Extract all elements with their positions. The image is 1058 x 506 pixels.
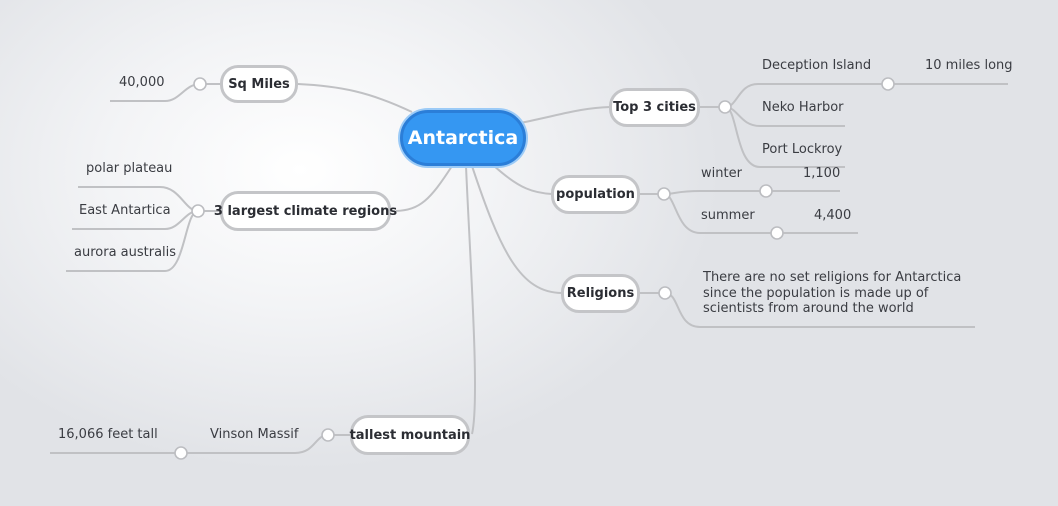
central-topic[interactable]: Antarctica xyxy=(400,110,526,166)
deception-collapse-knob[interactable] xyxy=(881,77,895,91)
mountain-collapse-knob[interactable] xyxy=(321,428,335,442)
link-mountain xyxy=(465,165,476,435)
link-population xyxy=(491,163,553,195)
sq-miles-value[interactable]: 40,000 xyxy=(119,75,165,90)
topic-climate-regions[interactable]: 3 largest climate regions xyxy=(214,191,397,231)
mountain-name[interactable]: Vinson Massif xyxy=(210,427,299,442)
cities-collapse-knob[interactable] xyxy=(718,100,732,114)
vinson-collapse-knob[interactable] xyxy=(174,446,188,460)
topic-religions[interactable]: Religions xyxy=(561,274,640,313)
winter-collapse-knob[interactable] xyxy=(759,184,773,198)
climate-item-polar-plateau[interactable]: polar plateau xyxy=(86,161,173,176)
link-religions xyxy=(471,165,563,294)
population-summer-label[interactable]: summer xyxy=(701,208,755,223)
population-collapse-knob[interactable] xyxy=(657,187,671,201)
climate-item-aurora-australis[interactable]: aurora australis xyxy=(74,245,177,260)
climate-item-east-antartica[interactable]: East Antartica xyxy=(79,203,171,218)
climate-collapse-knob[interactable] xyxy=(191,204,205,218)
deception-island-note[interactable]: 10 miles long xyxy=(925,58,1013,73)
religions-note[interactable]: There are no set religions for Antarctic… xyxy=(703,270,962,316)
branch-line xyxy=(724,106,845,168)
link-cities xyxy=(519,106,611,124)
city-neko-harbor[interactable]: Neko Harbor xyxy=(762,100,844,115)
summer-collapse-knob[interactable] xyxy=(770,226,784,240)
sq-miles-collapse-knob[interactable] xyxy=(193,77,207,91)
mountain-height[interactable]: 16,066 feet tall xyxy=(58,427,158,442)
topic-tallest-mountain[interactable]: tallest mountain xyxy=(350,415,470,455)
topic-sq-miles[interactable]: Sq Miles xyxy=(220,65,298,103)
link-climate xyxy=(395,165,453,212)
branch-line xyxy=(66,210,199,272)
city-port-lockroy[interactable]: Port Lockroy xyxy=(762,142,843,157)
population-winter-value[interactable]: 1,100 xyxy=(803,166,841,181)
topic-top-cities[interactable]: Top 3 cities xyxy=(609,88,700,127)
topic-population[interactable]: population xyxy=(551,175,640,214)
link-sq-miles xyxy=(297,83,413,113)
population-winter-label[interactable]: winter xyxy=(701,166,742,181)
branch-line xyxy=(663,190,840,195)
religions-collapse-knob[interactable] xyxy=(658,286,672,300)
population-summer-value[interactable]: 4,400 xyxy=(814,208,852,223)
city-deception-island[interactable]: Deception Island xyxy=(762,58,872,73)
